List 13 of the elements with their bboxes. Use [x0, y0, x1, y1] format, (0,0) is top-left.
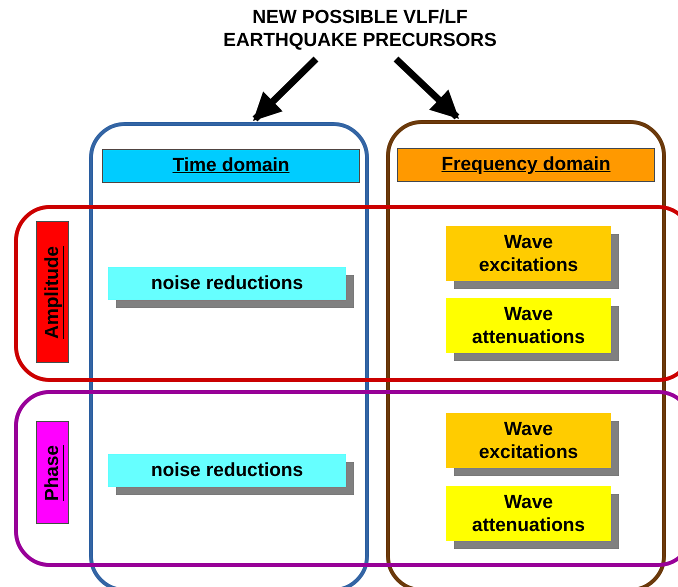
row-label: Phase: [36, 421, 69, 524]
category-box: Wave attenuations: [446, 486, 611, 541]
category-box: Wave attenuations: [446, 298, 611, 353]
arrow: [252, 56, 318, 122]
column-header: Frequency domain: [397, 148, 655, 182]
arrow: [394, 56, 460, 120]
category-box: noise reductions: [108, 454, 346, 487]
category-box: Wave excitations: [446, 413, 611, 468]
category-box: noise reductions: [108, 267, 346, 300]
category-box: Wave excitations: [446, 226, 611, 281]
diagram-title: NEW POSSIBLE VLF/LF EARTHQUAKE PRECURSORS: [205, 4, 515, 54]
column-header: Time domain: [102, 149, 360, 183]
row-label: Amplitude: [36, 221, 69, 363]
